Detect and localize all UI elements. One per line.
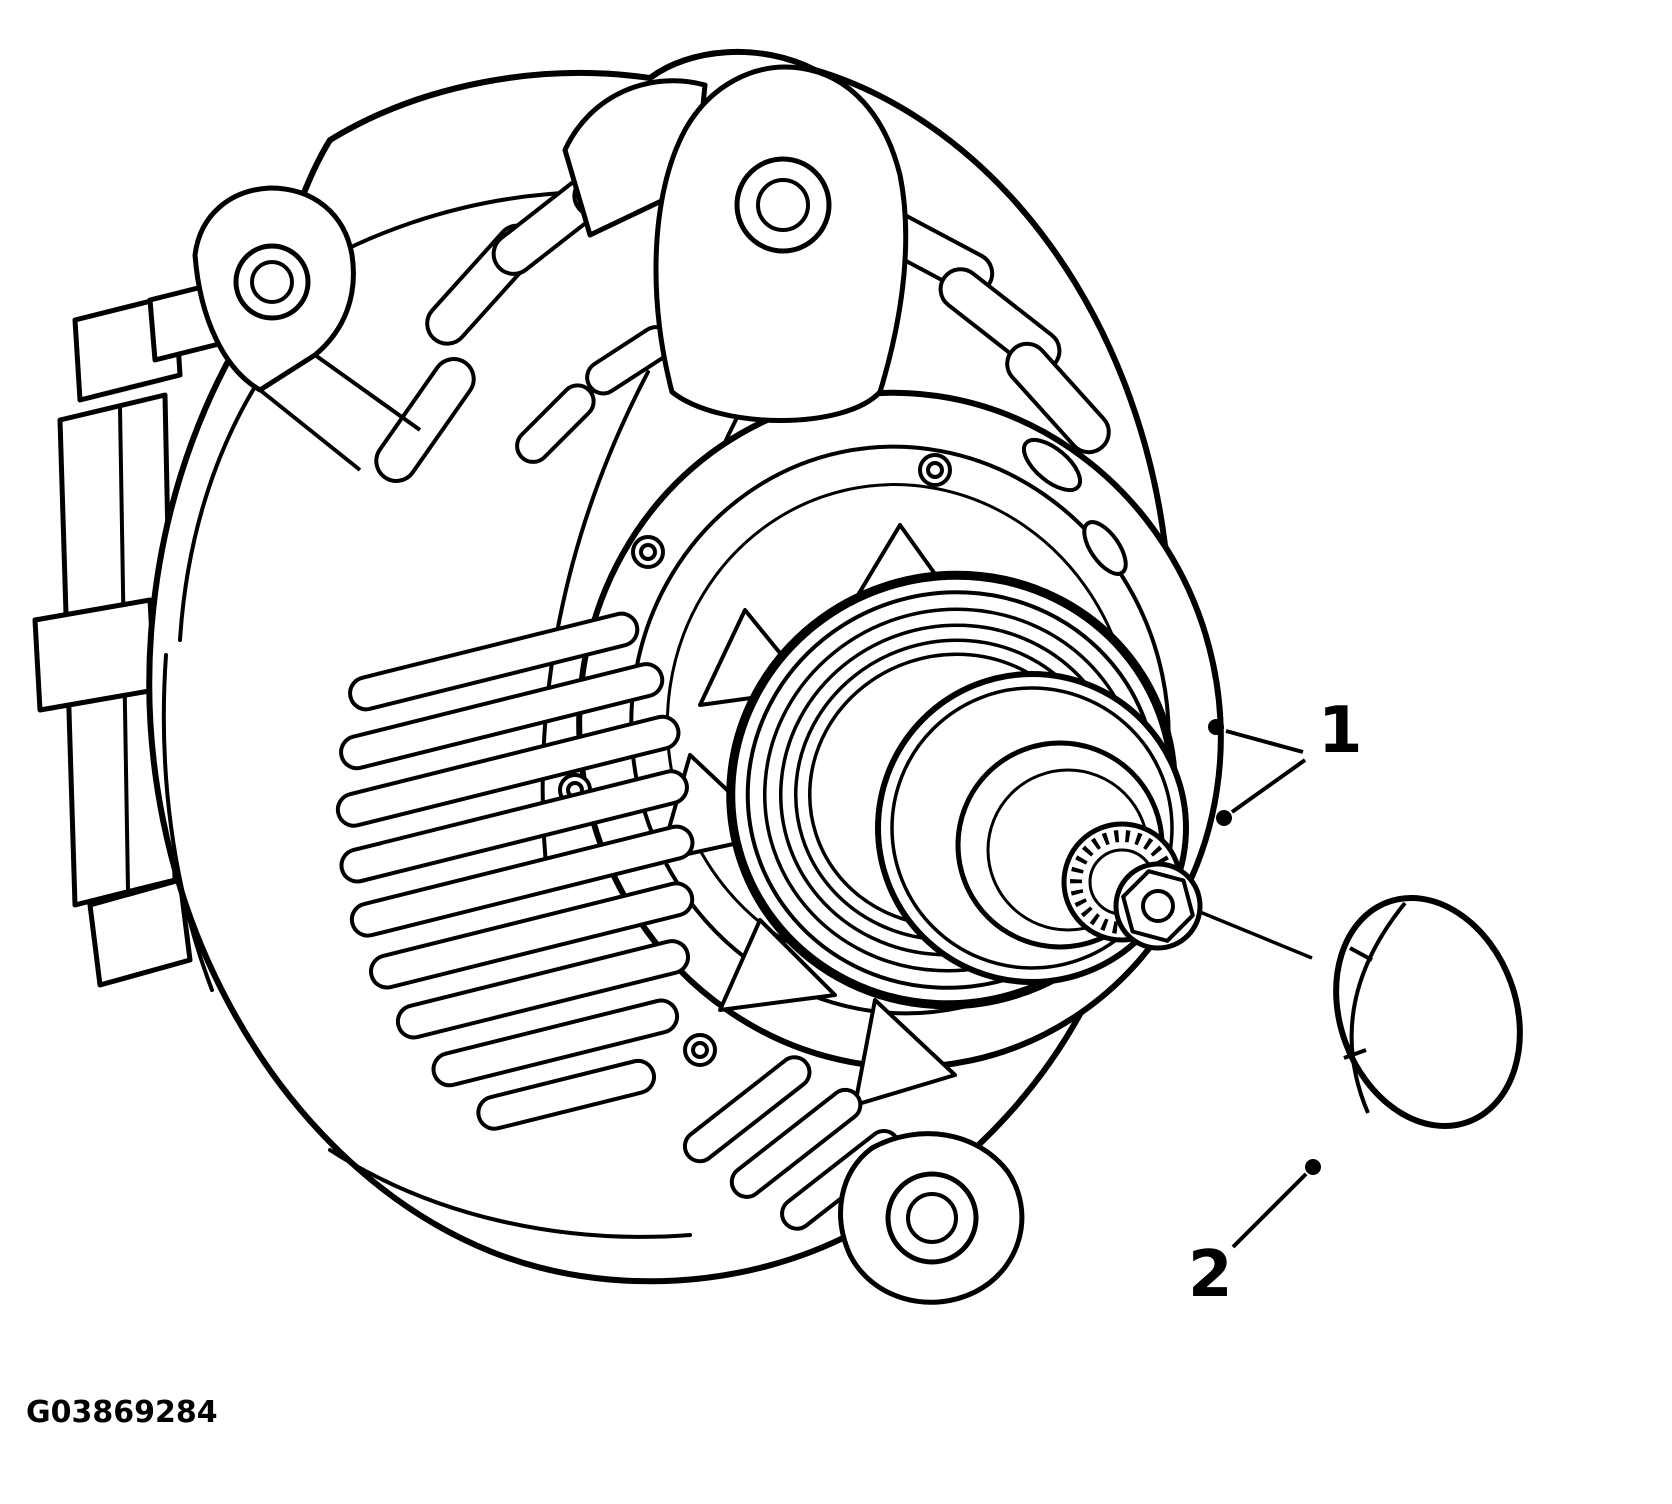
bolt-boss-hole <box>691 1041 709 1059</box>
louver-slot <box>369 881 695 990</box>
vent-slot <box>1005 341 1111 455</box>
dust-cap <box>1199 895 1523 1129</box>
lug-hole-inner <box>250 260 294 304</box>
figure-code: G03869284 <box>26 1395 218 1430</box>
vent-slot <box>374 357 476 483</box>
oval-vent <box>1021 437 1083 493</box>
body-inner-curve <box>328 1148 692 1239</box>
callout-1-label: 1 <box>1318 694 1363 768</box>
louver-slot <box>339 769 689 884</box>
louver-slot <box>476 1058 656 1131</box>
callout-2-leader <box>1231 1172 1308 1249</box>
lug-arm-line <box>258 388 362 472</box>
oval-vent <box>1082 520 1128 576</box>
rear-housing-base <box>87 877 193 988</box>
mounting-lug-left <box>192 185 422 472</box>
mounting-ear-bottom <box>838 1131 1025 1305</box>
louver-slot <box>348 611 640 712</box>
bolt-boss-hole <box>926 461 944 479</box>
rear-housing-foot <box>32 597 158 713</box>
louver-slot <box>431 998 680 1088</box>
bolt-boss-hole <box>639 543 657 561</box>
callout-1-leader-a <box>1225 729 1304 754</box>
shaft-to-cap-line <box>1199 910 1313 960</box>
nut-center-hole <box>1141 889 1175 923</box>
louver-slot <box>349 824 695 938</box>
cap-outline <box>1333 895 1523 1129</box>
body-inner-curve <box>161 653 214 992</box>
louver-slot <box>729 1087 863 1199</box>
shaft-nut <box>1113 861 1203 951</box>
callout-1-dot-b <box>1216 810 1232 826</box>
callout-2-label: 2 <box>1188 1238 1233 1312</box>
callout-2: 2 <box>1188 1159 1321 1312</box>
louver-slot <box>335 714 681 828</box>
pulley <box>726 570 1203 1010</box>
callout-1-dot-a <box>1208 719 1224 735</box>
cap-thickness-arc <box>1349 901 1407 1114</box>
cap-notch <box>1349 946 1373 962</box>
louver-slot <box>395 939 691 1040</box>
callout-2-dot <box>1305 1159 1321 1175</box>
louver-slot <box>339 662 665 771</box>
spoke-cutout <box>853 998 957 1107</box>
louver-slot <box>682 1055 812 1164</box>
cap-notch <box>1343 1048 1367 1060</box>
louver-vents <box>335 611 695 1131</box>
lug-hole-inner <box>756 178 810 232</box>
pulley-front-ring <box>890 686 1174 970</box>
lug-arm-line <box>313 353 422 432</box>
mounting-lug-top <box>562 64 909 423</box>
vent-slot-inner <box>515 383 596 464</box>
spoke-cutout <box>718 918 837 1012</box>
ear-hole-inner <box>906 1192 958 1244</box>
callout-1-leader-b <box>1230 758 1307 814</box>
callout-1: 1 <box>1208 694 1363 826</box>
